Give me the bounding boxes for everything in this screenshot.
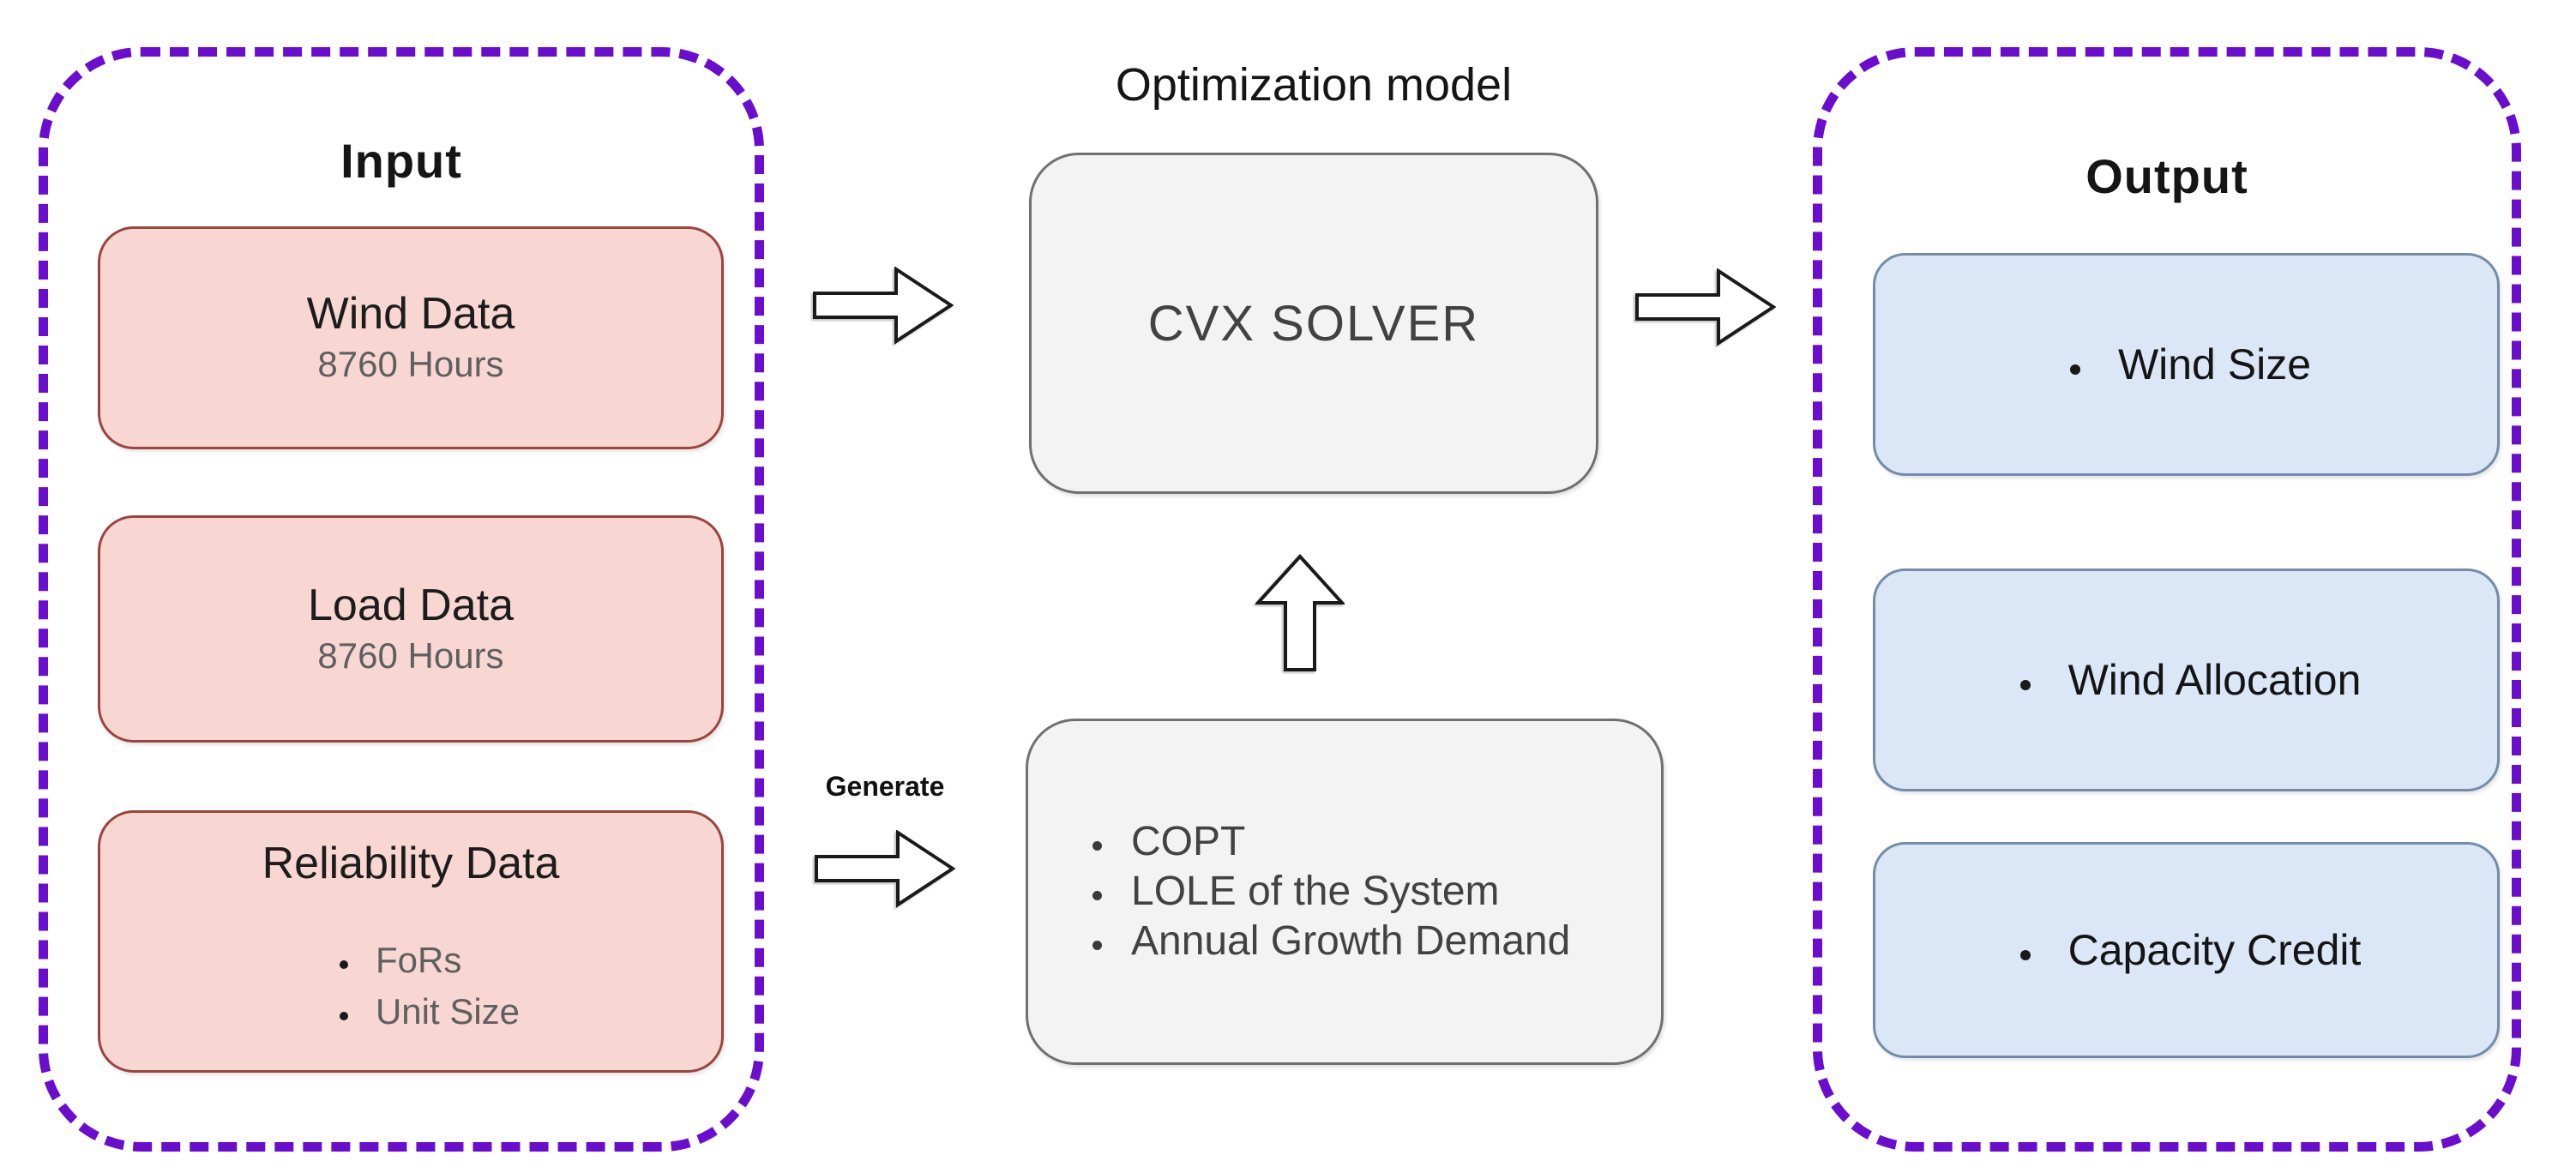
wind-data-title: Wind Data xyxy=(306,289,515,339)
wind-allocation-list: Wind Allocation xyxy=(2046,655,2362,705)
wind-data-subtitle: 8760 Hours xyxy=(317,344,504,384)
capacity-credit-box: Capacity Credit xyxy=(1873,842,2500,1058)
wind-data-box: Wind Data 8760 Hours xyxy=(98,226,724,449)
capacity-credit-list: Capacity Credit xyxy=(2046,925,2362,975)
load-data-title: Load Data xyxy=(308,580,514,630)
list-item: Annual Growth Demand xyxy=(1117,917,1570,966)
input-panel-title: Input xyxy=(340,134,462,189)
list-item: Wind Allocation xyxy=(2046,655,2362,705)
list-item: FoRs xyxy=(362,935,520,986)
list-item: Wind Size xyxy=(2096,340,2311,389)
list-item: Unit Size xyxy=(362,986,520,1038)
input-group-container: Input Wind Data 8760 Hours Load Data 876… xyxy=(39,47,764,1152)
reliability-data-box: Reliability Data FoRs Unit Size xyxy=(98,810,724,1073)
cvx-solver-label: CVX SOLVER xyxy=(1147,295,1480,352)
arrow-solver-to-output-icon xyxy=(1635,268,1776,346)
list-item: Capacity Credit xyxy=(2046,925,2362,975)
wind-size-box: Wind Size xyxy=(1873,253,2500,476)
generated-data-box: COPT LOLE of the System Annual Growth De… xyxy=(1026,719,1664,1065)
load-data-box: Load Data 8760 Hours xyxy=(98,515,724,743)
generated-data-list: COPT LOLE of the System Annual Growth De… xyxy=(1028,817,1570,966)
output-panel-title: Output xyxy=(2085,149,2248,204)
reliability-data-title: Reliability Data xyxy=(262,839,560,888)
optimization-model-title: Optimization model xyxy=(1115,59,1513,111)
list-item: COPT xyxy=(1117,817,1570,867)
arrow-input-to-solver-icon xyxy=(813,267,954,345)
arrow-up-to-solver-icon xyxy=(1255,554,1345,671)
list-item: LOLE of the System xyxy=(1117,867,1570,917)
load-data-subtitle: 8760 Hours xyxy=(317,635,504,676)
reliability-data-list: FoRs Unit Size xyxy=(302,935,520,1038)
arrow-generate-icon xyxy=(815,830,955,908)
cvx-solver-box: CVX SOLVER xyxy=(1029,153,1598,494)
wind-size-list: Wind Size xyxy=(2096,340,2311,389)
output-group-container: Output Wind Size Wind Allocation Capacit… xyxy=(1813,47,2521,1152)
generate-label: Generate xyxy=(825,771,945,802)
wind-allocation-box: Wind Allocation xyxy=(1873,568,2500,791)
